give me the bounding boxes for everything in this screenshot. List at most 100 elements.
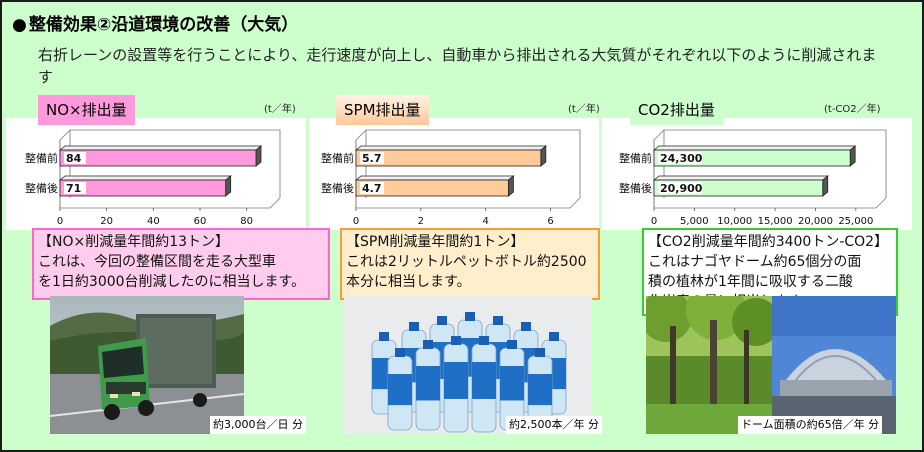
bar: [355, 179, 509, 197]
x-tick-label: 25,000: [838, 216, 873, 227]
nox-description-box: 【NO×削減量年間約13トン】 これは、今回の整備区間を走る大型車 を1日約30…: [32, 228, 330, 300]
bar-top: [354, 175, 515, 181]
bottle-cap: [521, 322, 531, 331]
x-tick-label: 5,000: [680, 216, 709, 227]
bottle-cap: [535, 348, 545, 357]
value-label-bg: [360, 152, 384, 164]
truck-photo-image: [50, 296, 244, 434]
value-label-bg: [658, 152, 702, 164]
category-label: 整備前: [321, 151, 354, 165]
bottle-cap: [507, 340, 517, 349]
bar-side: [822, 175, 829, 197]
category-label: 整備前: [25, 151, 58, 165]
category-label: 整備後: [25, 181, 58, 195]
bottle-label: [388, 374, 412, 406]
co2-description-line: これはナゴヤドーム約65個分の面: [648, 254, 862, 270]
bar: [59, 149, 257, 167]
category-label: 整備後: [321, 181, 354, 195]
x-tick-label: 20: [100, 216, 113, 227]
nox-unit: (t／年): [264, 104, 296, 115]
value-label: 84: [66, 152, 82, 165]
value-label: 71: [66, 182, 81, 195]
bottle-cap: [409, 322, 419, 331]
bottle-label: [528, 374, 552, 406]
x-tick-label: 0: [353, 216, 359, 227]
x-tick-label: 40: [147, 216, 160, 227]
spm-chart-title: SPM排出量: [336, 95, 429, 125]
co2-description-line: 積の植林が1年間に吸収する二酸: [648, 274, 853, 290]
intro-text: 右折レーンの設置等を行うことにより、走行速度が向上し、自動車から排出される大気質…: [38, 46, 877, 86]
bar-top: [652, 175, 829, 181]
bottle-cap: [395, 348, 405, 357]
nox-bar-chart: 0 20 40 60 80 84 整備前 71 整備後: [25, 129, 281, 227]
bar-side: [225, 175, 232, 197]
x-tick-label: 15,000: [758, 216, 793, 227]
x-tick-label: 0: [651, 216, 657, 227]
forest-dome-photo: [646, 296, 896, 434]
bottle-cap: [465, 312, 475, 321]
title-bullet: ●: [12, 15, 27, 35]
spm-unit: (t／年): [568, 104, 600, 115]
value-label: 20,900: [660, 182, 703, 195]
bar: [355, 149, 542, 167]
value-label-bg: [64, 152, 86, 164]
spm-description-line: 本分に相当します。: [346, 274, 471, 290]
bottle-cap: [493, 316, 503, 325]
x-tick-label: 60: [194, 216, 207, 227]
bar: [59, 179, 227, 197]
value-label-bg: [658, 182, 702, 194]
nox-description-line: を1日約3000台削減したのに相当します。: [38, 274, 306, 290]
title-text: 整備効果②沿道環境の改善（大気）: [28, 15, 299, 35]
value-label: 5.7: [362, 152, 382, 165]
bottle-cap: [379, 332, 389, 341]
x-tick-label: 2: [418, 216, 424, 227]
bottle-cap: [423, 340, 433, 349]
bar: [653, 149, 851, 167]
value-label: 4.7: [362, 182, 382, 195]
bottle-label: [444, 362, 468, 399]
bar-top: [652, 145, 857, 151]
bar-side: [849, 145, 856, 167]
x-tick-label: 20,000: [798, 216, 833, 227]
bottles-photo-image: [371, 312, 567, 433]
value-label-bg: [64, 182, 86, 194]
x-tick-label: 0: [57, 216, 63, 227]
bar-top: [354, 145, 547, 151]
nox-description-line: これは、今回の整備区間を走る大型車: [38, 254, 276, 270]
spm-description-heading: 【SPM削減量年間約1トン】: [346, 234, 525, 250]
nox-chart-title: NO×排出量: [38, 95, 135, 125]
bar-top: [58, 145, 263, 151]
bar-side: [255, 145, 262, 167]
bottle-label: [416, 366, 440, 401]
bottles-photo: [344, 296, 592, 434]
bar-top: [58, 175, 232, 181]
bar-side: [507, 175, 514, 197]
forest-dome-caption: ドーム面積の約65倍／年 分: [738, 416, 883, 434]
truck-caption: 約3,000台／日 分: [210, 416, 306, 434]
bottle-cap: [549, 332, 559, 341]
category-label: 整備後: [619, 181, 652, 195]
nox-description-heading: 【NO×削減量年間約13トン】: [38, 234, 230, 250]
truck-photo: [50, 296, 244, 434]
category-label: 整備前: [619, 151, 652, 165]
x-tick-label: 4: [483, 216, 489, 227]
x-tick-label: 80: [240, 216, 253, 227]
bottle-cap: [451, 336, 461, 345]
bottle-cap: [479, 336, 489, 345]
bottle-cap: [437, 316, 447, 325]
co2-chart-title: CO2排出量: [630, 95, 723, 125]
spm-description-line: これは2リットルペットボトル約2500: [346, 254, 587, 270]
bottle-label: [500, 366, 524, 401]
bottle-label: [472, 362, 496, 399]
spm-description-box: 【SPM削減量年間約1トン】 これは2リットルペットボトル約2500 本分に相当…: [340, 228, 600, 300]
co2-unit: (t-CO2／年): [824, 104, 881, 115]
bar-side: [540, 145, 547, 167]
value-label: 24,300: [660, 152, 703, 165]
forest-dome-photo-image: [646, 296, 896, 434]
bottle-group: [371, 312, 567, 433]
bottles-caption: 約2,500本／年 分: [506, 416, 602, 434]
value-label-bg: [360, 182, 384, 194]
